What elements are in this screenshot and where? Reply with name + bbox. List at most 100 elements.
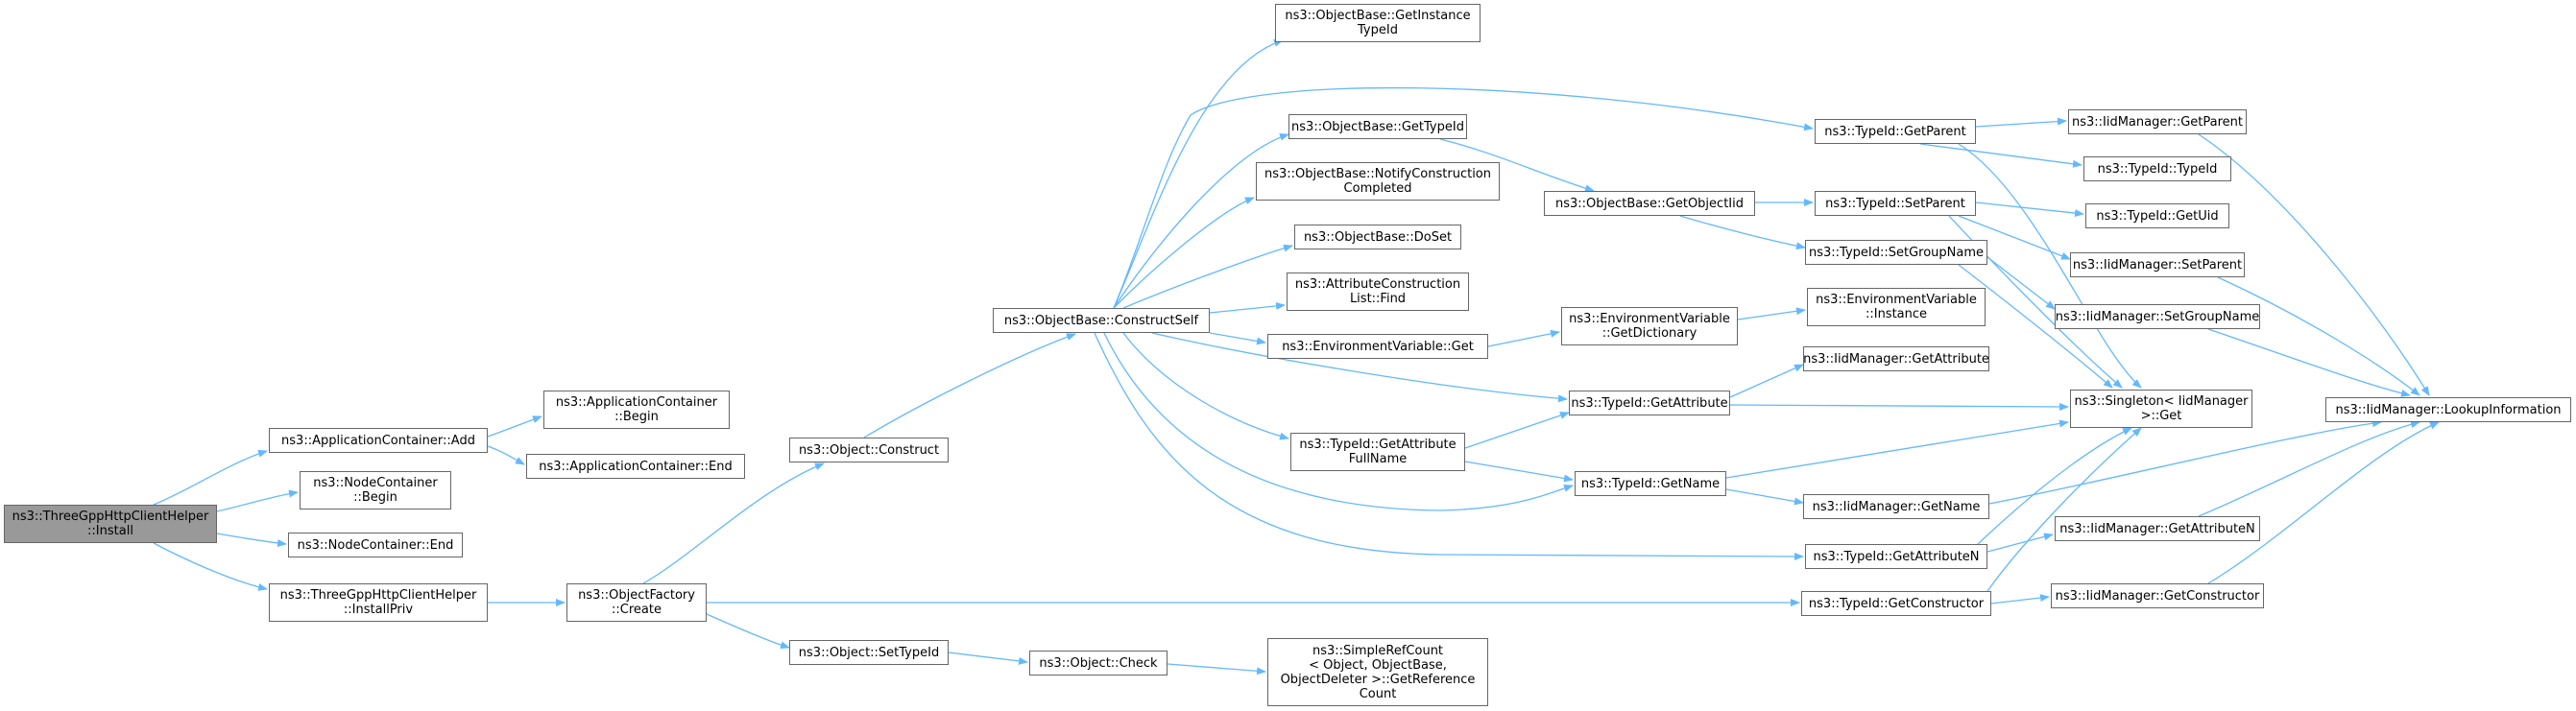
edge-iidgetconstructor-iidlookup	[2207, 421, 2440, 584]
node-typeid-getparent[interactable]: ns3::TypeId::GetParent	[1815, 119, 1976, 144]
node-environmentvariable-instance[interactable]: ns3::EnvironmentVariable::Instance	[1807, 288, 1986, 326]
node-applicationcontainer-add[interactable]: ns3::ApplicationContainer::Add	[269, 428, 488, 453]
node-applicationcontainer-begin[interactable]: ns3::ApplicationContainer::Begin	[543, 391, 730, 429]
node-label-line: ns3::TypeId::SetParent	[1825, 196, 1965, 211]
node-label-line: ns3::ObjectBase::DoSet	[1303, 229, 1453, 245]
node-environmentvariable-get[interactable]: ns3::EnvironmentVariable::Get	[1267, 334, 1488, 359]
node-typeid-setparent[interactable]: ns3::TypeId::SetParent	[1815, 191, 1976, 216]
node-label-line: ns3::IidManager::GetName	[1812, 499, 1981, 514]
node-label-line: ns3::ObjectFactory	[578, 588, 695, 603]
node-iidmanager-getname[interactable]: ns3::IidManager::GetName	[1803, 494, 1989, 519]
edge-tidgetparent-iidgetparent	[1975, 117, 2067, 128]
edge-iidsetgroupname-iidlookup	[2207, 328, 2411, 397]
node-label-line: ns3::TypeId::GetAttributeN	[1813, 549, 1980, 564]
node-label-line: ::Install	[87, 524, 133, 538]
node-iidmanager-getattributen[interactable]: ns3::IidManager::GetAttributeN	[2055, 516, 2260, 541]
node-label-line: ns3::IidManager::LookupInformation	[2335, 402, 2562, 417]
node-label-line: ns3::IidManager::GetAttributeN	[2059, 521, 2255, 536]
node-typeid-getuid[interactable]: ns3::TypeId::GetUid	[2085, 203, 2229, 228]
node-iidmanager-getconstructor[interactable]: ns3::IidManager::GetConstructor	[2051, 583, 2264, 608]
edge-tidgetname-iidgetname	[1725, 488, 1804, 506]
edge-getobjectiid-tidsetgroupname	[1679, 215, 1806, 250]
edge-tidsetgroupname-singletonget	[1958, 264, 2113, 389]
node-label-line: ns3::TypeId::GetName	[1580, 476, 1721, 491]
node-label-line: ns3::ObjectBase::ConstructSelf	[1003, 313, 1199, 328]
node-label-line: ns3::EnvironmentVariable	[1569, 312, 1730, 326]
node-threegpphttpclienthelper-installpriv[interactable]: ns3::ThreeGppHttpClientHelper::InstallPr…	[269, 583, 488, 622]
node-label-line: ns3::AttributeConstruction	[1294, 277, 1461, 292]
edge-tidsetgroupname-iidsetgroupname	[1986, 256, 2056, 310]
node-label-line: ns3::ApplicationContainer	[555, 395, 718, 410]
node-label-line: ::GetDictionary	[1601, 326, 1697, 341]
node-typeid-getname[interactable]: ns3::TypeId::GetName	[1575, 471, 1726, 496]
node-objectbase-getobjectiid[interactable]: ns3::ObjectBase::GetObjectIid	[1544, 191, 1755, 216]
node-threegpphttpclienthelper-install: ns3::ThreeGppHttpClientHelper::Install	[4, 505, 217, 543]
node-nodecontainer-begin[interactable]: ns3::NodeContainer::Begin	[300, 471, 451, 510]
node-label-line: ns3::ThreeGppHttpClientHelper	[279, 588, 477, 603]
edge-tidgetconstructor-singletonget	[1986, 427, 2142, 592]
node-objectbase-gettypeid[interactable]: ns3::ObjectBase::GetTypeId	[1288, 114, 1467, 139]
edge-tidgetparent-singletonget	[1958, 143, 2142, 389]
edge-tidgetattribute-iidgetattribute	[1729, 364, 1804, 398]
node-label-line: < Object, ObjectBase,	[1309, 657, 1447, 673]
edge-constructself-gettypeid	[1113, 132, 1289, 309]
node-label-line: ns3::TypeId::SetGroupName	[1808, 245, 1985, 260]
edge-constructself-tidgetname	[1103, 332, 1574, 511]
node-objectfactory-create[interactable]: ns3::ObjectFactory::Create	[566, 583, 707, 622]
node-label-line: ns3::Object::Check	[1039, 655, 1158, 671]
node-singleton-iidmanager-get[interactable]: ns3::Singleton< IidManager >::Get	[2070, 390, 2252, 428]
node-iidmanager-getattribute[interactable]: ns3::IidManager::GetAttribute	[1803, 346, 1989, 371]
node-typeid-typeid[interactable]: ns3::TypeId::TypeId	[2083, 156, 2231, 181]
edge-constructself-tidgetparent	[1113, 86, 1814, 309]
edge-ofcreate-objsettypeid	[706, 613, 790, 650]
edge-constructself-envget	[1209, 332, 1266, 345]
node-typeid-getconstructor[interactable]: ns3::TypeId::GetConstructor	[1801, 591, 1991, 616]
edge-appadd-acend	[487, 445, 525, 465]
node-label-line: TypeId	[1358, 23, 1398, 37]
node-nodecontainer-end[interactable]: ns3::NodeContainer::End	[288, 533, 463, 557]
node-typeid-getattributen[interactable]: ns3::TypeId::GetAttributeN	[1805, 544, 1987, 569]
node-label-line: ns3::IidManager::GetParent	[2071, 114, 2244, 130]
edge-iidgetname-iidlookup	[1988, 419, 2382, 505]
node-iidmanager-getparent[interactable]: ns3::IidManager::GetParent	[2068, 109, 2247, 134]
node-label-line: ::InstallPriv	[343, 603, 414, 617]
node-iidmanager-lookupinformation[interactable]: ns3::IidManager::LookupInformation	[2325, 397, 2571, 422]
node-typeid-getattribute[interactable]: ns3::TypeId::GetAttribute	[1569, 391, 1730, 415]
edge-install-appadd	[153, 449, 268, 506]
node-object-check[interactable]: ns3::Object::Check	[1029, 651, 1168, 675]
node-label-line: ns3::TypeId::GetAttribute	[1299, 438, 1457, 452]
edge-getattributefullname-tidgetname	[1464, 461, 1574, 483]
edge-iidgetparent-iidlookup	[2198, 133, 2430, 396]
node-label-line: ::Create	[612, 603, 662, 617]
edge-tidsetparent-iidsetparent	[1958, 215, 2071, 260]
node-label-line: ns3::SimpleRefCount	[1312, 643, 1444, 658]
node-label-line: ns3::ObjectBase::GetObjectIid	[1554, 196, 1744, 211]
node-typeid-setgroupname[interactable]: ns3::TypeId::SetGroupName	[1805, 240, 1987, 265]
node-label-line: ns3::ObjectBase::NotifyConstruction	[1264, 167, 1491, 181]
node-simplerefcount-getreferencecount[interactable]: ns3::SimpleRefCount< Object, ObjectBase,…	[1267, 638, 1488, 706]
node-label-line: ns3::TypeId::GetAttribute	[1571, 395, 1728, 411]
node-objectbase-doset[interactable]: ns3::ObjectBase::DoSet	[1294, 225, 1461, 249]
edge-tidgetparent-tidtypeid	[1919, 143, 2082, 168]
node-iidmanager-setparent[interactable]: ns3::IidManager::SetParent	[2070, 252, 2245, 277]
node-environmentvariable-getdictionary[interactable]: ns3::EnvironmentVariable::GetDictionary	[1561, 307, 1738, 345]
node-label-line: ns3::ObjectBase::GetTypeId	[1291, 119, 1464, 134]
node-applicationcontainer-end[interactable]: ns3::ApplicationContainer::End	[526, 454, 745, 479]
node-label-line: ns3::ApplicationContainer::End	[539, 459, 733, 474]
edge-appadd-acbegin	[487, 415, 542, 438]
node-iidmanager-setgroupname[interactable]: ns3::IidManager::SetGroupName	[2055, 304, 2260, 329]
node-objectbase-constructself[interactable]: ns3::ObjectBase::ConstructSelf	[993, 308, 1210, 333]
node-object-construct[interactable]: ns3::Object::Construct	[789, 438, 949, 462]
edge-install-ncbegin	[216, 489, 299, 512]
node-object-settypeid[interactable]: ns3::Object::SetTypeId	[789, 640, 949, 665]
node-label-line: ns3::IidManager::SetParent	[2072, 257, 2243, 273]
node-label-line: ::Instance	[1865, 307, 1928, 321]
node-label-line: ns3::TypeId::GetConstructor	[1808, 596, 1985, 611]
node-label-line: Completed	[1343, 181, 1412, 196]
